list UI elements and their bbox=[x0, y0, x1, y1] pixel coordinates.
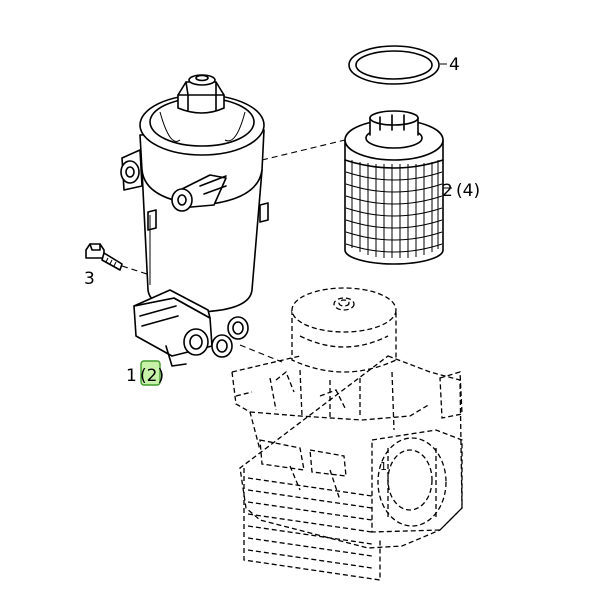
callout-1[interactable]: 1 bbox=[126, 366, 137, 386]
bolt-part-3[interactable] bbox=[85, 243, 123, 271]
o-ring-part-4[interactable] bbox=[348, 45, 440, 85]
assembly-line-filter bbox=[261, 139, 346, 161]
assembly-line-sensor bbox=[239, 344, 283, 363]
callout-2-quantity: (4) bbox=[456, 181, 480, 201]
callout-3[interactable]: 3 bbox=[84, 269, 95, 289]
engine-mount-marker: 1 bbox=[380, 460, 387, 473]
callout-1-quantity[interactable]: (2) bbox=[140, 366, 164, 386]
filter-element-part-2[interactable] bbox=[344, 110, 444, 265]
assembly-line-bolt bbox=[121, 265, 151, 276]
callout-2[interactable]: 2 bbox=[442, 181, 453, 201]
callout-4[interactable]: 4 bbox=[449, 55, 460, 75]
callout-1-quantity-highlight bbox=[140, 360, 161, 386]
filter-housing bbox=[120, 74, 269, 313]
engine-block-phantom bbox=[231, 287, 463, 581]
sensor-unit-part-1[interactable] bbox=[133, 289, 249, 367]
